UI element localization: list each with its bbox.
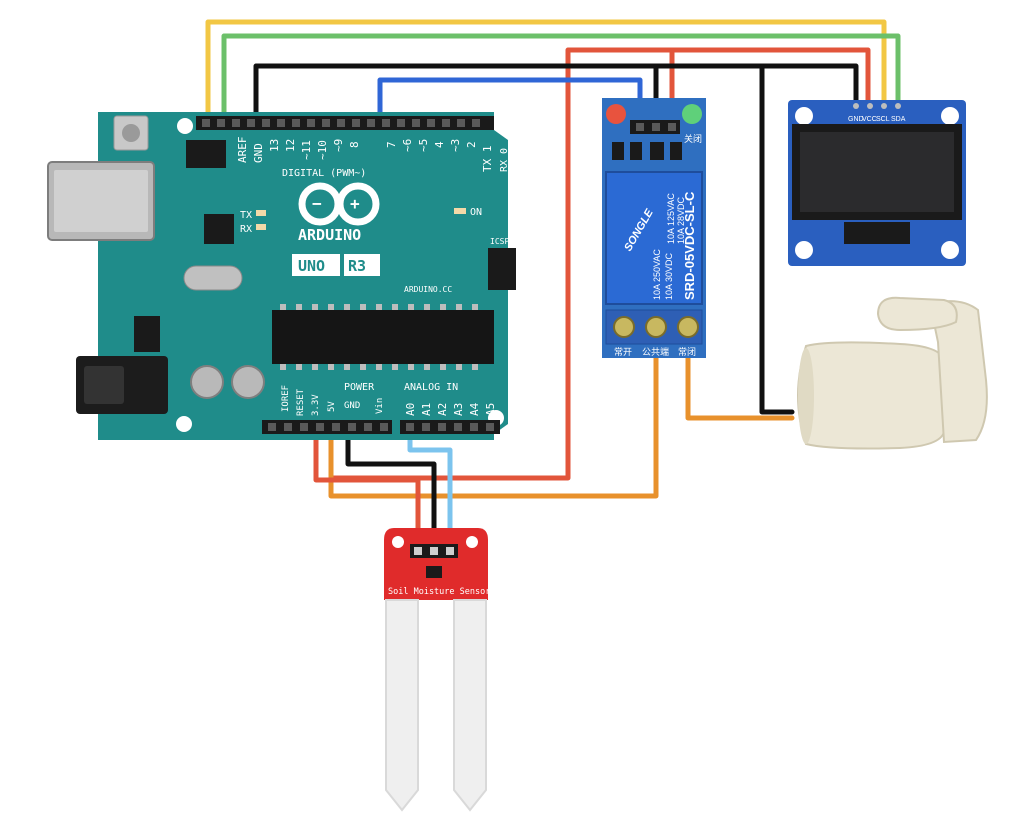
oled-pin-labels: GND VCC SCL SDA (848, 116, 906, 123)
pin-label: ~3 (449, 139, 462, 152)
tx-label: TX (240, 210, 252, 221)
pin-label: 2 (465, 141, 478, 148)
pin-label: ~11 (300, 140, 313, 160)
pin-label: A2 (436, 403, 449, 416)
pin-label: IOREF (281, 385, 291, 412)
wire-orange-com (328, 323, 659, 499)
pump-body (797, 341, 945, 450)
pin-label: ~10 (316, 140, 329, 160)
oled-display-module: GND VCC SCL SDA (788, 100, 966, 266)
pin-label: 13 (268, 139, 281, 152)
relay-led-red (606, 104, 626, 124)
pin-label: RESET (296, 388, 306, 416)
pin-label: A5 (484, 403, 497, 416)
relay-rating-4: 10A 28VDC (676, 196, 686, 244)
wire-yellow-scl (205, 19, 887, 121)
icsp-header-usb (186, 140, 226, 168)
pin-label: GND (252, 143, 265, 163)
oled-ribbon (844, 222, 910, 244)
pump-head (928, 300, 988, 444)
pin-label: 8 (348, 141, 361, 148)
terminal-screws (613, 316, 699, 338)
pin-label: 3.3V (311, 394, 321, 416)
digital-label: DIGITAL (PWM~) (282, 168, 366, 179)
terminal-label-no: 常开 (614, 346, 632, 357)
sensor-label: Soil Moisture Sensor (388, 587, 490, 597)
oled-screen (800, 132, 954, 212)
uno-revision: R3 (348, 257, 366, 275)
analog-label: ANALOG IN (404, 382, 458, 393)
soil-moisture-sensor: Soil Moisture Sensor (384, 528, 490, 812)
sensor-prong-left (385, 599, 419, 812)
pin-label: 12 (284, 139, 297, 152)
wire-black-sensor (345, 427, 437, 551)
wire-black-gnd (253, 63, 859, 121)
pin-label: VCC (862, 116, 877, 123)
pin-label: A0 (404, 403, 417, 416)
pin-label: 7 (385, 141, 398, 148)
pin-label: 4 (433, 141, 446, 148)
uno-badge (292, 254, 340, 276)
pin-label: A3 (452, 403, 465, 416)
relay-rating-3: 10A 30VDC (664, 252, 674, 300)
arduino-site: ARDUINO.CC (404, 285, 452, 294)
digital-pin-labels: AREF GND 13 12 ~11 ~10 ~9 8 7 ~6 ~5 4 ~3… (236, 137, 510, 173)
wire-black-pump (759, 63, 795, 415)
pin-label: SCL (876, 116, 890, 123)
pin-label: Vin (375, 398, 385, 414)
pin-label: GND (344, 401, 360, 411)
uno-model: UNO (298, 257, 325, 275)
pin-label: ~6 (401, 139, 414, 152)
analog-pin-labels: A0 A1 A2 A3 A4 A5 (404, 402, 497, 416)
terminal-label-com: 公共端 (642, 346, 669, 357)
terminal-label-nc: 常闭 (678, 346, 696, 357)
power-header (262, 420, 392, 434)
pin-label: A4 (468, 402, 481, 416)
arduino-infinity-logo (298, 182, 380, 226)
sensor-prong-right (453, 599, 487, 812)
relay-side-label: 关闭 (684, 133, 702, 144)
relay-model: SRD-05VDC-SL-C (682, 191, 697, 300)
analog-header (400, 420, 500, 434)
relay-rating-2: 10A 125VAC (666, 193, 676, 244)
digital-header-pins (202, 119, 480, 127)
pump-outlet (876, 296, 958, 332)
pin-label: 5V (327, 401, 337, 412)
power-pin-labels: IOREF RESET 3.3V 5V GND Vin (281, 385, 385, 416)
pin-label: RX 0 (499, 148, 510, 172)
relay-rating-1: 10A 250VAC (652, 249, 662, 300)
pin-label: A1 (420, 403, 433, 416)
atmega-chip (272, 310, 494, 364)
relay-module: 关闭 SONGLE SRD-05VDC-SL-C 10A 250VAC 10A … (602, 98, 706, 358)
svg-text:−: − (312, 194, 322, 213)
capacitors (190, 365, 265, 399)
water-pump-icon (797, 296, 988, 450)
relay-led-green (682, 104, 702, 124)
icsp-label: ICSP (490, 237, 509, 246)
on-label: ON (470, 207, 482, 218)
pin-label: AREF (236, 137, 249, 164)
crystal (183, 265, 243, 291)
pin-label: GND (848, 116, 864, 123)
pin-label: ~5 (417, 139, 430, 152)
arduino-brand: ARDUINO (298, 226, 361, 244)
pin-label: ~9 (332, 139, 345, 152)
wire-green-sda (221, 33, 901, 121)
relay-cube (605, 171, 703, 305)
regulator (134, 316, 160, 352)
wire-red-sensor (313, 427, 421, 551)
pin-label: SDA (891, 116, 906, 123)
svg-text:+: + (350, 194, 360, 213)
power-label: POWER (344, 382, 375, 393)
arduino-uno-board: AREF GND 13 12 ~11 ~10 ~9 8 7 ~6 ~5 4 ~3… (47, 112, 516, 440)
pin-label: TX 1 (481, 146, 494, 173)
usb-chip (204, 214, 234, 244)
rx-label: RX (240, 224, 252, 235)
icsp-header (488, 248, 516, 290)
